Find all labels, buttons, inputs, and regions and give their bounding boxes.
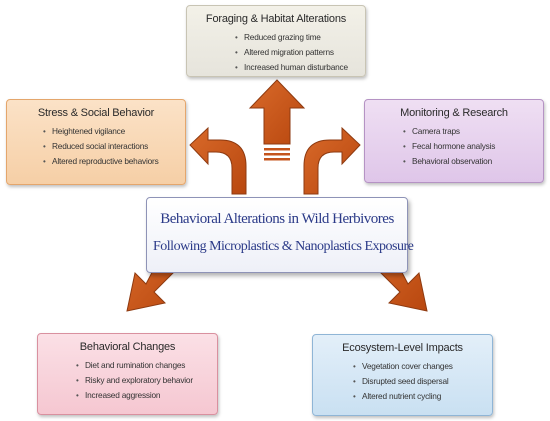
- ecosystem-impacts-box: Ecosystem-Level Impacts •Vegetation cove…: [312, 334, 493, 416]
- monitoring-research-list: •Camera traps •Fecal hormone analysis •B…: [375, 124, 533, 169]
- bullet-icon: •: [403, 142, 406, 151]
- monitoring-research-box: Monitoring & Research •Camera traps •Fec…: [364, 99, 544, 183]
- behavioral-changes-list: •Diet and rumination changes •Risky and …: [48, 358, 207, 403]
- bullet-icon: •: [76, 361, 79, 370]
- behavioral-changes-box: Behavioral Changes •Diet and rumination …: [37, 333, 218, 415]
- foraging-habitat-title: Foraging & Habitat Alterations: [205, 13, 347, 25]
- list-item: •Reduced grazing time: [235, 30, 355, 45]
- bullet-icon: •: [43, 142, 46, 151]
- bullet-icon: •: [403, 127, 406, 136]
- foraging-habitat-box: Foraging & Habitat Alterations •Reduced …: [186, 5, 366, 77]
- list-item: •Increased human disturbance: [235, 60, 355, 75]
- list-item: •Disrupted seed dispersal: [353, 374, 482, 389]
- list-item: •Reduced social interactions: [43, 139, 175, 154]
- stress-social-box: Stress & Social Behavior •Heightened vig…: [6, 99, 186, 185]
- foraging-habitat-list: •Reduced grazing time •Altered migration…: [197, 30, 355, 75]
- list-item: •Diet and rumination changes: [76, 358, 207, 373]
- list-item: •Behavioral observation: [403, 154, 533, 169]
- stress-social-title: Stress & Social Behavior: [37, 107, 155, 119]
- bullet-icon: •: [353, 377, 356, 386]
- ecosystem-impacts-list: •Vegetation cover changes •Disrupted see…: [323, 359, 482, 404]
- list-item: •Camera traps: [403, 124, 533, 139]
- arrow-curve-right: [303, 126, 361, 195]
- central-topic-box: Behavioral Alterations in Wild Herbivore…: [146, 197, 414, 273]
- list-item: •Vegetation cover changes: [353, 359, 482, 374]
- bullet-icon: •: [353, 362, 356, 371]
- stress-social-list: •Heightened vigilance •Reduced social in…: [17, 124, 175, 169]
- central-title-line-1: Behavioral Alterations in Wild Herbivore…: [160, 211, 394, 227]
- list-item: •Altered reproductive behaviors: [43, 154, 175, 169]
- monitoring-research-title: Monitoring & Research: [400, 107, 508, 119]
- list-item: •Heightened vigilance: [43, 124, 175, 139]
- bullet-icon: •: [76, 376, 79, 385]
- behavioral-changes-title: Behavioral Changes: [79, 341, 176, 353]
- list-item: •Altered nutrient cycling: [353, 389, 482, 404]
- bullet-icon: •: [403, 157, 406, 166]
- list-item: •Increased aggression: [76, 388, 207, 403]
- list-item: •Altered migration patterns: [235, 45, 355, 60]
- bullet-icon: •: [43, 157, 46, 166]
- arrow-up: [248, 79, 306, 161]
- list-item: •Fecal hormone analysis: [403, 139, 533, 154]
- ecosystem-impacts-title: Ecosystem-Level Impacts: [342, 342, 463, 354]
- bullet-icon: •: [353, 392, 356, 401]
- bullet-icon: •: [235, 48, 238, 57]
- central-title-line-2: Following Microplastics & Nanoplastics E…: [153, 239, 414, 254]
- bullet-icon: •: [43, 127, 46, 136]
- list-item: •Risky and exploratory behavior: [76, 373, 207, 388]
- bullet-icon: •: [235, 33, 238, 42]
- bullet-icon: •: [235, 63, 238, 72]
- arrow-curve-left: [189, 126, 247, 195]
- bullet-icon: •: [76, 391, 79, 400]
